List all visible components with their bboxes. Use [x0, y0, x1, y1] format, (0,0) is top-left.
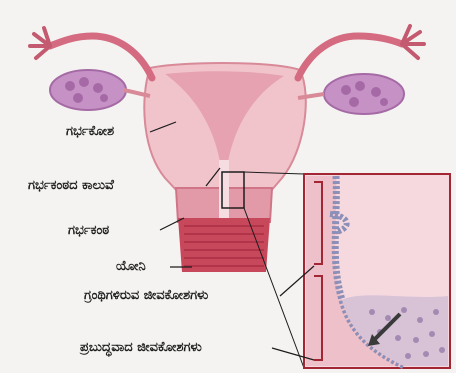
zoom-line-bottom	[244, 208, 304, 368]
label-cervical-canal: ಗರ್ಭಕಂಠದ ಕಾಲುವೆ	[28, 178, 114, 194]
label-vagina: ಯೋನಿ	[116, 259, 146, 275]
right-fallopian-tube	[298, 36, 402, 78]
right-fimbriae	[402, 26, 424, 58]
label-mature-cells: ಪ್ರಬುದ್ಧವಾದ ಜೀವಕೋಶಗಳು	[80, 340, 202, 356]
label-glandular-cells: ಗ್ರಂಥಿಗಳಿರುವ ಜೀವಕೋಶಗಳು	[84, 288, 208, 304]
right-ovary	[324, 74, 404, 114]
left-ovary	[50, 70, 126, 110]
cell-inset	[304, 174, 450, 368]
label-cervix: ಗರ್ಭಕಂಠ	[68, 223, 109, 239]
cervical-canal	[219, 160, 229, 222]
label-uterus: ಗರ್ಭಕೋಶ	[66, 124, 114, 140]
left-fimbriae	[30, 28, 50, 58]
